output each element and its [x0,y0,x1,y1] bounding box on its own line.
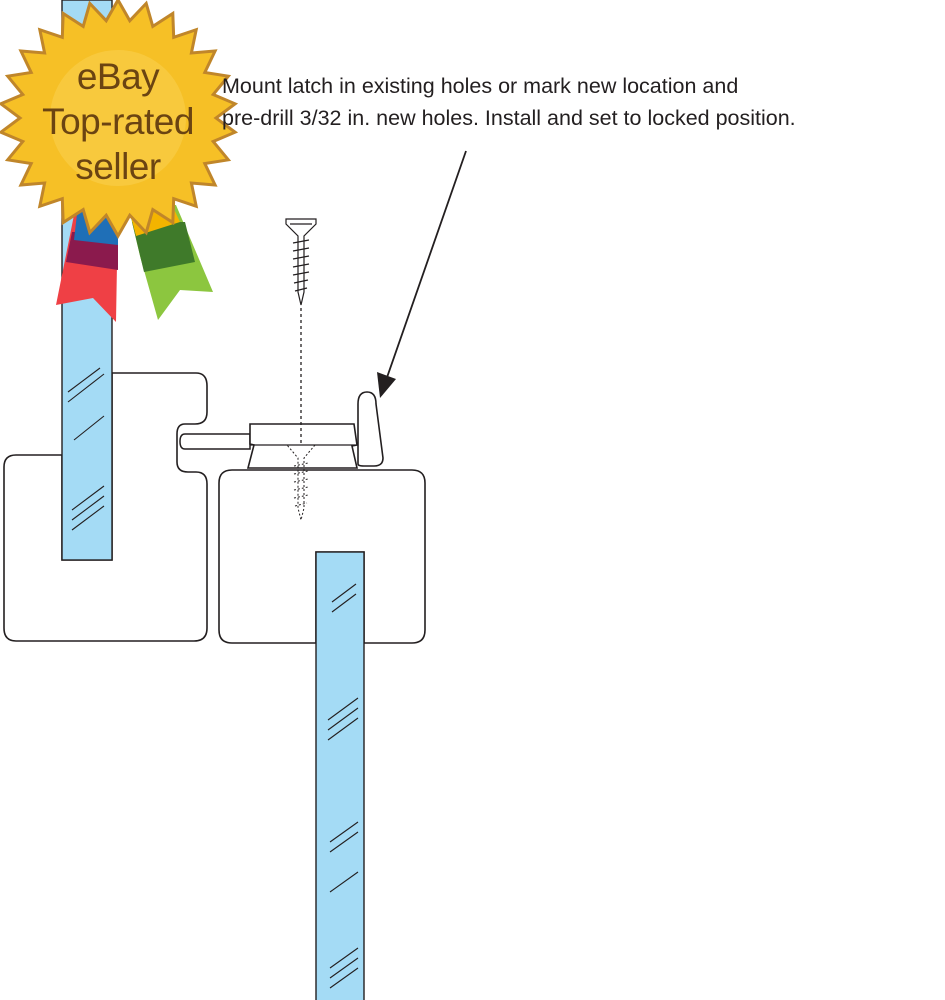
badge-ribbons [56,205,213,322]
instruction-line-2: pre-drill 3/32 in. new holes. Install an… [222,106,796,130]
instruction-line-1: Mount latch in existing holes or mark ne… [222,74,739,98]
callout-arrowhead [377,372,396,398]
latch-lever [357,391,384,467]
installed-screw-hidden-icon [285,444,317,521]
badge-line-1: eBay [76,56,160,97]
left-sash-frame [3,372,208,642]
right-glass-pane [315,551,365,1000]
right-glass-reflections [327,583,359,989]
callout-arrow-line [383,150,467,387]
latch-body [246,423,359,469]
instruction-text: Mount latch in existing holes or mark ne… [222,70,944,134]
top-rated-seller-badge: eBay Top-rated seller [0,0,245,330]
badge-text: eBay Top-rated seller [0,54,236,189]
left-glass-reflections [67,367,105,531]
badge-star-shape [0,0,239,240]
latch-keeper-arm [179,433,251,450]
badge-line-3: seller [75,146,161,187]
screw-icon [285,218,317,306]
badge-star-glow [50,50,186,186]
badge-line-2: Top-rated [42,101,194,142]
